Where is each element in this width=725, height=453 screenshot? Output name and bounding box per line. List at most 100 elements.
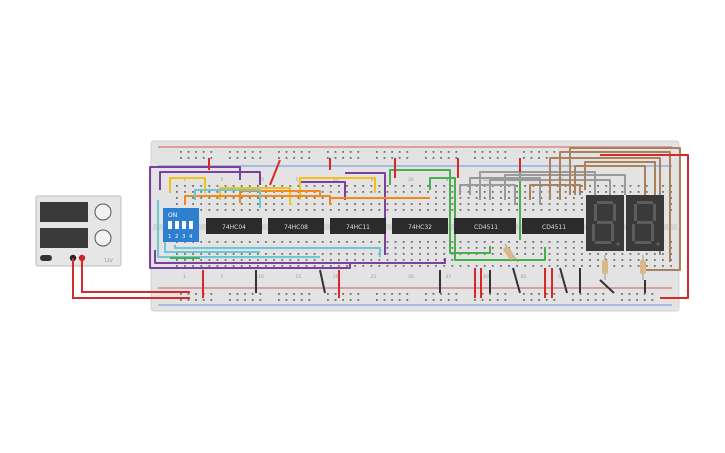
breadboard-hole[interactable] bbox=[257, 241, 259, 243]
breadboard-hole[interactable] bbox=[564, 259, 567, 261]
breadboard-hole[interactable] bbox=[313, 209, 316, 211]
breadboard-hole[interactable] bbox=[524, 247, 527, 249]
breadboard-hole[interactable] bbox=[483, 197, 486, 199]
breadboard-hole[interactable] bbox=[435, 241, 437, 243]
breadboard-hole[interactable] bbox=[643, 299, 646, 301]
breadboard-hole[interactable] bbox=[346, 241, 348, 243]
breadboard-hole[interactable] bbox=[451, 197, 454, 199]
breadboard-hole[interactable] bbox=[496, 157, 499, 159]
breadboard-hole[interactable] bbox=[489, 157, 491, 159]
breadboard-hole[interactable] bbox=[548, 203, 551, 205]
breadboard-hole[interactable] bbox=[378, 191, 381, 193]
breadboard-hole[interactable] bbox=[285, 151, 288, 153]
breadboard-hole[interactable] bbox=[636, 293, 638, 295]
wire-cyan-3[interactable] bbox=[174, 245, 381, 257]
breadboard-hole[interactable] bbox=[425, 299, 427, 301]
breadboard-hole[interactable] bbox=[540, 265, 543, 267]
breadboard-hole[interactable] bbox=[176, 259, 178, 261]
breadboard-hole[interactable] bbox=[645, 185, 648, 187]
wire-black-5[interactable] bbox=[512, 267, 521, 294]
breadboard-hole[interactable] bbox=[564, 203, 567, 205]
breadboard-hole[interactable] bbox=[425, 157, 427, 159]
breadboard-hole[interactable] bbox=[346, 185, 348, 187]
breadboard-hole[interactable] bbox=[475, 197, 478, 199]
breadboard-hole[interactable] bbox=[564, 247, 567, 249]
breadboard-hole[interactable] bbox=[289, 259, 292, 261]
breadboard-hole[interactable] bbox=[192, 265, 194, 267]
breadboard-hole[interactable] bbox=[572, 299, 574, 301]
breadboard-hole[interactable] bbox=[308, 157, 311, 159]
breadboard-hole[interactable] bbox=[475, 191, 478, 193]
breadboard-hole[interactable] bbox=[548, 209, 551, 211]
breadboard-hole[interactable] bbox=[259, 293, 262, 295]
breadboard-hole[interactable] bbox=[208, 209, 211, 211]
seven-segment-display-2[interactable] bbox=[626, 195, 664, 251]
breadboard-hole[interactable] bbox=[523, 157, 525, 159]
breadboard-hole[interactable] bbox=[475, 247, 478, 249]
breadboard-hole[interactable] bbox=[589, 253, 591, 255]
breadboard-hole[interactable] bbox=[629, 253, 632, 255]
breadboard-hole[interactable] bbox=[532, 265, 535, 267]
dip-toggle-4[interactable] bbox=[189, 221, 193, 229]
breadboard-hole[interactable] bbox=[224, 203, 227, 205]
breadboard-hole[interactable] bbox=[459, 247, 462, 249]
breadboard-hole[interactable] bbox=[540, 191, 543, 193]
breadboard-hole[interactable] bbox=[581, 209, 583, 211]
breadboard-hole[interactable] bbox=[257, 185, 259, 187]
breadboard-hole[interactable] bbox=[643, 293, 646, 295]
breadboard-hole[interactable] bbox=[378, 203, 381, 205]
breadboard-hole[interactable] bbox=[467, 265, 470, 267]
breadboard-hole[interactable] bbox=[516, 191, 518, 193]
breadboard-hole[interactable] bbox=[187, 151, 190, 153]
breadboard-hole[interactable] bbox=[589, 191, 591, 193]
breadboard-hole[interactable] bbox=[524, 209, 527, 211]
breadboard-hole[interactable] bbox=[386, 241, 389, 243]
breadboard-hole[interactable] bbox=[327, 151, 329, 153]
breadboard-hole[interactable] bbox=[313, 203, 316, 205]
breadboard-hole[interactable] bbox=[451, 265, 454, 267]
breadboard-hole[interactable] bbox=[285, 299, 288, 301]
breadboard-hole[interactable] bbox=[362, 191, 365, 193]
breadboard-hole[interactable] bbox=[257, 197, 259, 199]
breadboard-hole[interactable] bbox=[394, 209, 397, 211]
breadboard-hole[interactable] bbox=[455, 157, 458, 159]
wire-green-1[interactable] bbox=[389, 169, 491, 254]
breadboard-hole[interactable] bbox=[496, 151, 499, 153]
breadboard-hole[interactable] bbox=[443, 265, 446, 267]
breadboard-hole[interactable] bbox=[440, 293, 442, 295]
breadboard-hole[interactable] bbox=[386, 247, 389, 249]
breadboard-hole[interactable] bbox=[496, 293, 499, 295]
breadboard-hole[interactable] bbox=[378, 265, 381, 267]
breadboard-hole[interactable] bbox=[435, 253, 437, 255]
breadboard-hole[interactable] bbox=[459, 197, 462, 199]
breadboard-hole[interactable] bbox=[305, 253, 308, 255]
breadboard-hole[interactable] bbox=[265, 185, 267, 187]
breadboard-hole[interactable] bbox=[435, 185, 437, 187]
breadboard-hole[interactable] bbox=[370, 209, 373, 211]
breadboard-hole[interactable] bbox=[435, 209, 437, 211]
breadboard-hole[interactable] bbox=[208, 253, 211, 255]
breadboard-hole[interactable] bbox=[481, 293, 484, 295]
breadboard-hole[interactable] bbox=[349, 151, 352, 153]
breadboard-hole[interactable] bbox=[329, 253, 332, 255]
breadboard-hole[interactable] bbox=[662, 191, 664, 193]
breadboard-hole[interactable] bbox=[208, 265, 211, 267]
breadboard-hole[interactable] bbox=[357, 151, 360, 153]
wire-brown-5[interactable] bbox=[574, 165, 646, 195]
breadboard-hole[interactable] bbox=[516, 241, 518, 243]
breadboard-hole[interactable] bbox=[386, 253, 389, 255]
breadboard-hole[interactable] bbox=[500, 265, 502, 267]
breadboard-hole[interactable] bbox=[602, 293, 605, 295]
breadboard-hole[interactable] bbox=[398, 151, 401, 153]
breadboard-hole[interactable] bbox=[297, 197, 300, 199]
breadboard-hole[interactable] bbox=[451, 209, 454, 211]
breadboard-hole[interactable] bbox=[370, 191, 373, 193]
breadboard-hole[interactable] bbox=[346, 253, 348, 255]
breadboard-hole[interactable] bbox=[248, 209, 251, 211]
breadboard-hole[interactable] bbox=[474, 299, 476, 301]
breadboard-hole[interactable] bbox=[278, 293, 280, 295]
breadboard-hole[interactable] bbox=[459, 203, 462, 205]
breadboard-hole[interactable] bbox=[200, 241, 203, 243]
breadboard-hole[interactable] bbox=[362, 203, 365, 205]
breadboard-hole[interactable] bbox=[232, 265, 235, 267]
